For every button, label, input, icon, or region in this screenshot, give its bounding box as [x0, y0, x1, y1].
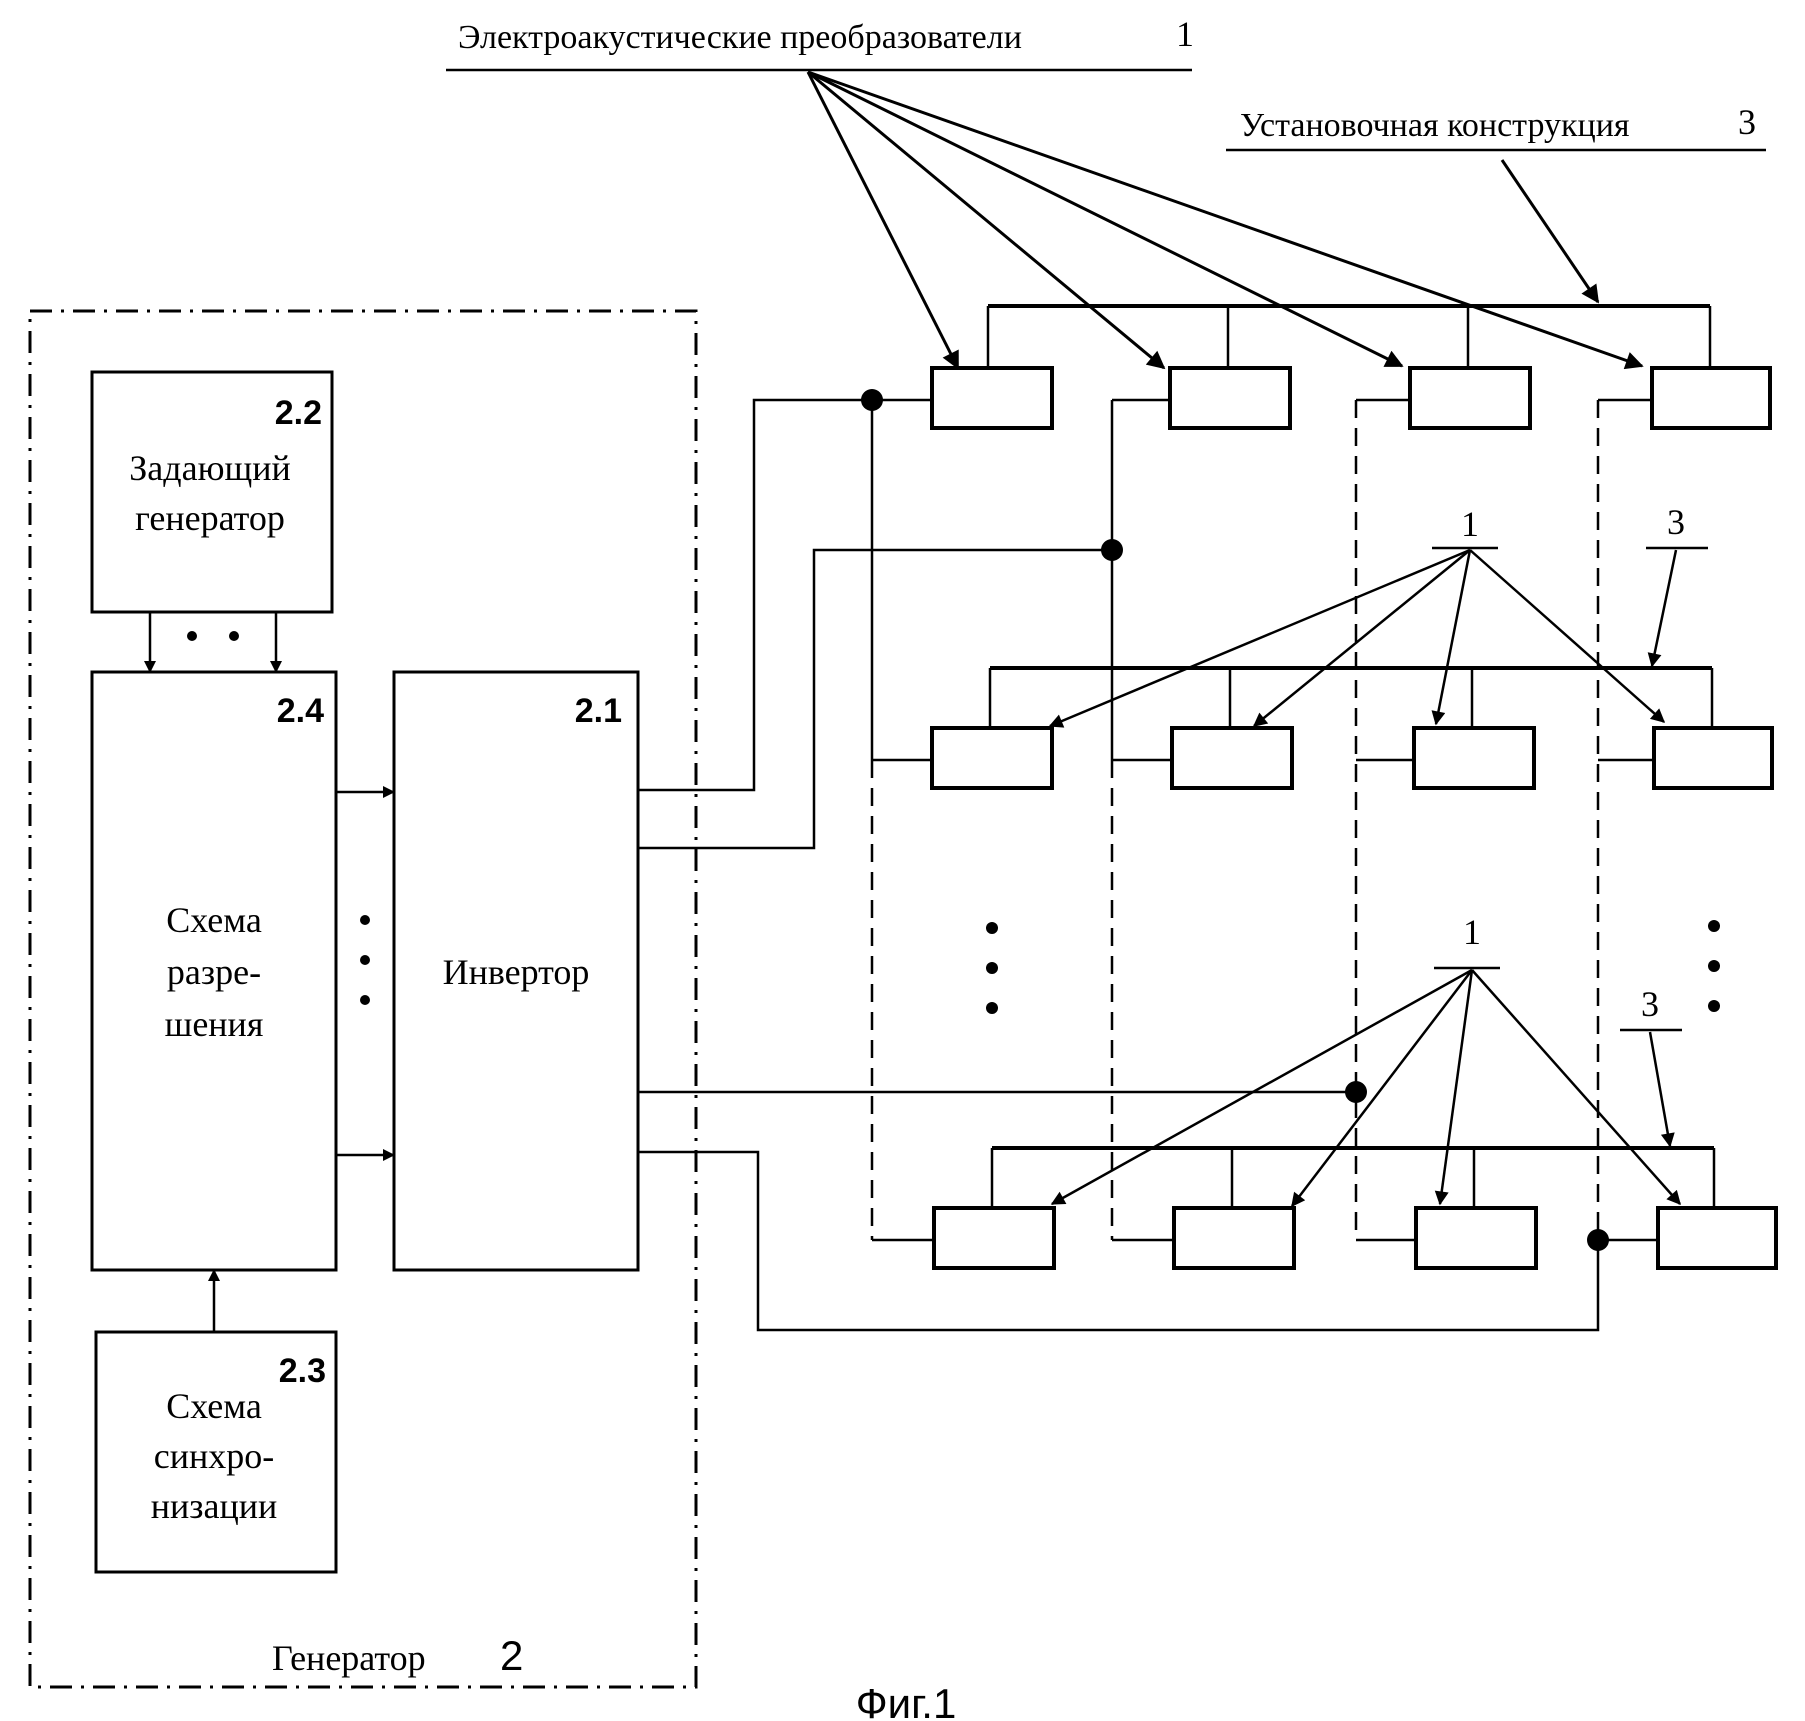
- transducer: [1416, 1208, 1536, 1268]
- enable-circuit-line1: Схема: [166, 900, 262, 940]
- mounting-structure-row1: [988, 306, 1710, 368]
- sync-circuit-ref: 2.3: [279, 1352, 326, 1390]
- sync-circuit-line3: низации: [151, 1486, 278, 1526]
- mounting-structure-row2: [990, 668, 1712, 728]
- transducer: [934, 1208, 1054, 1268]
- mounting-label: Установочная конструкция: [1240, 107, 1630, 144]
- sync-circuit-line2: синхро-: [154, 1436, 275, 1476]
- transducer: [1658, 1208, 1776, 1268]
- transducer: [1410, 368, 1530, 428]
- row3-transducer-ref: 1: [1463, 912, 1481, 952]
- transducers-label: Электроакустические преобразователи: [458, 19, 1022, 56]
- generator-ref: 2: [500, 1632, 523, 1679]
- column-buses: [872, 400, 1658, 1240]
- enable-circuit-line2: разре-: [167, 952, 261, 992]
- transducer: [1652, 368, 1770, 428]
- transducer: [932, 728, 1052, 788]
- row2-transducer-ref: 1: [1461, 504, 1479, 544]
- master-to-enable-arrows: [150, 612, 276, 672]
- figure-caption: Фиг.1: [856, 1680, 957, 1721]
- master-oscillator-line2: генератор: [135, 498, 285, 538]
- transducer-row1: [932, 368, 1770, 428]
- transducer: [1172, 728, 1292, 788]
- transducer-row2: [932, 728, 1772, 788]
- row3-mount-ref: 3: [1641, 984, 1659, 1024]
- master-oscillator-ref: 2.2: [275, 394, 322, 432]
- inverter-ref: 2.1: [575, 692, 622, 730]
- enable-to-inverter-arrows: [336, 792, 394, 1155]
- rows-continue-dots-right: [1708, 920, 1720, 1012]
- row2-mount-leader: [1652, 550, 1676, 666]
- transducer: [1414, 728, 1534, 788]
- generator-label: Генератор: [272, 1638, 426, 1678]
- mounting-ref: 3: [1738, 102, 1756, 142]
- row2-mount-ref: 3: [1667, 502, 1685, 542]
- transducer: [1170, 368, 1290, 428]
- enable-circuit-ref: 2.4: [277, 692, 324, 730]
- transducer: [1654, 728, 1772, 788]
- transducers-ref: 1: [1176, 14, 1194, 54]
- inverter-label: Инвертор: [443, 952, 590, 992]
- sync-circuit-line1: Схема: [166, 1386, 262, 1426]
- row3-mount-leader: [1650, 1032, 1670, 1146]
- transducer: [1174, 1208, 1294, 1268]
- master-oscillator-line1: Задающий: [129, 448, 290, 488]
- rows-continue-dots-left: [986, 922, 998, 1014]
- mounting-leader-top: [1502, 160, 1598, 302]
- enable-circuit-line3: шения: [165, 1004, 264, 1044]
- transducer: [932, 368, 1052, 428]
